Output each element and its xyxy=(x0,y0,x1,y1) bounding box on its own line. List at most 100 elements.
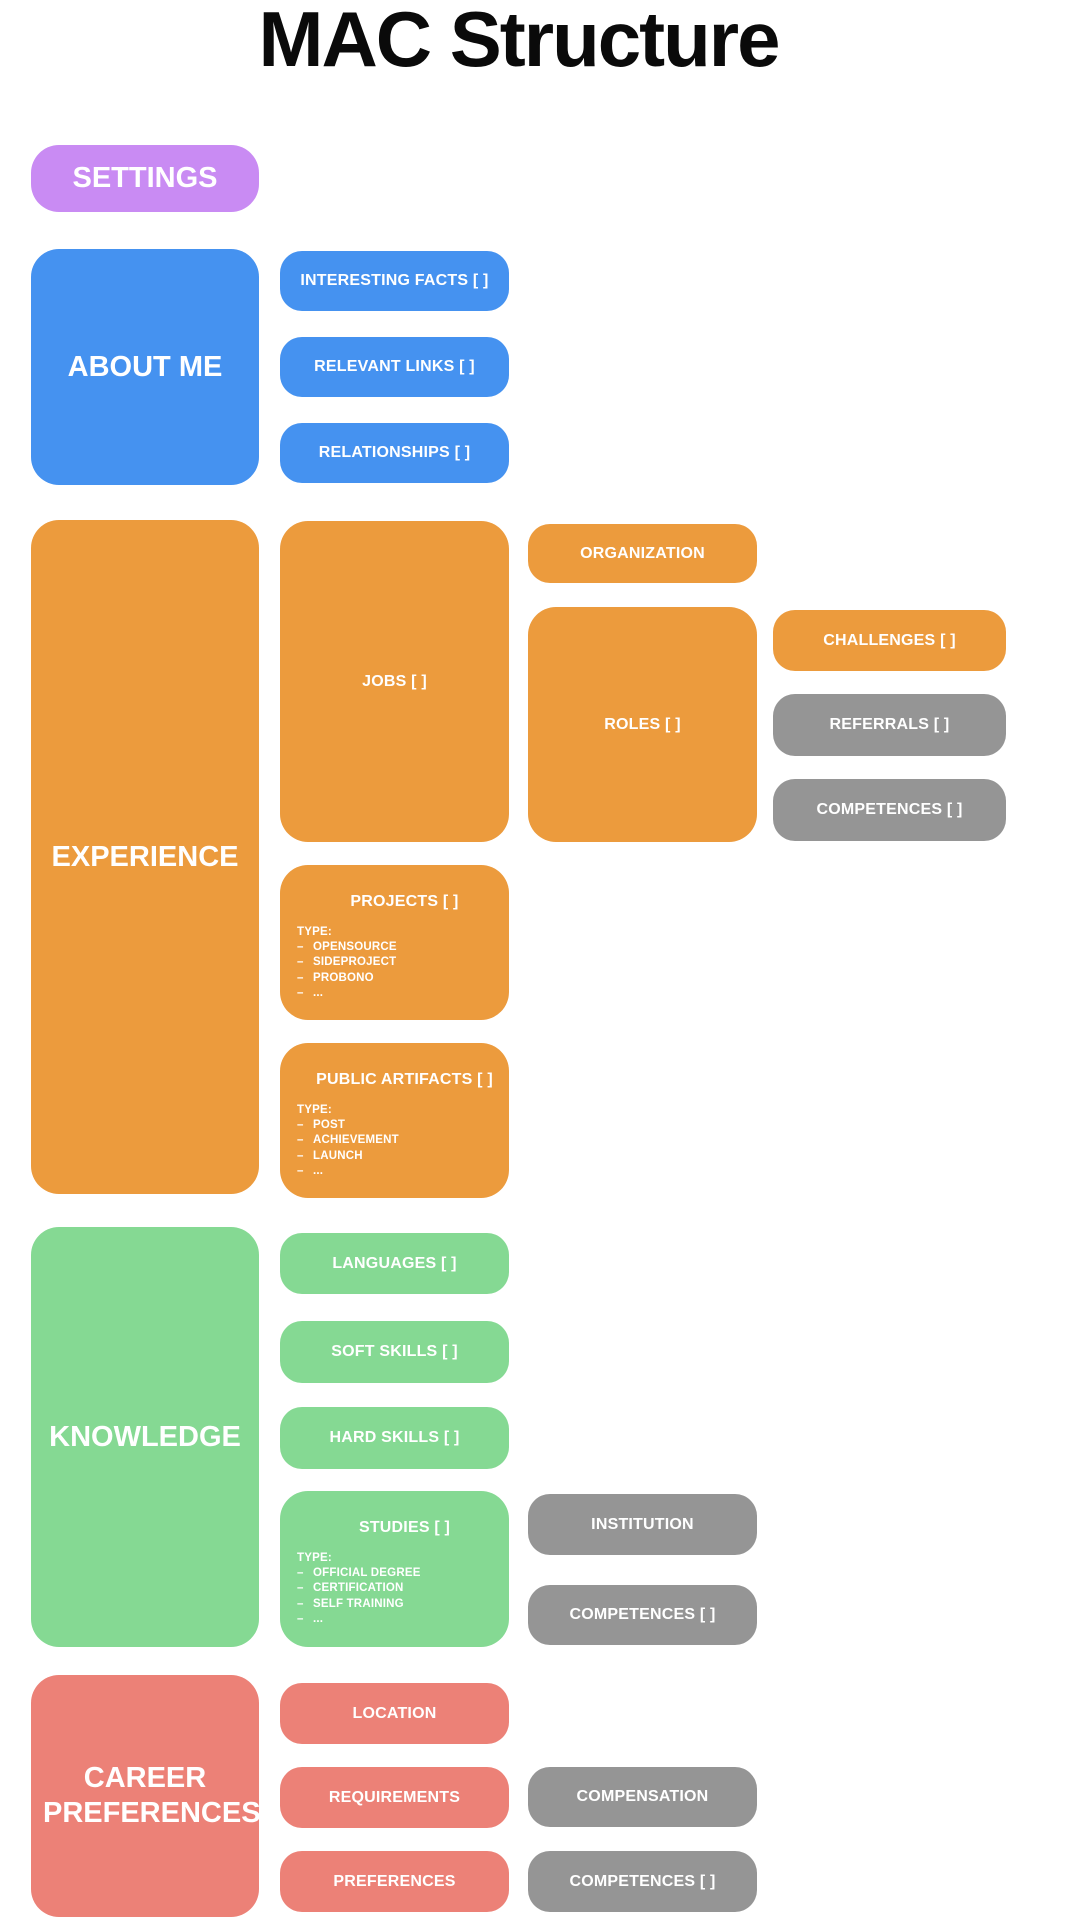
node-referrals-label: REFERRALS [ ] xyxy=(829,716,950,733)
type-list-title: TYPE: xyxy=(297,1552,332,1564)
node-challenges: CHALLENGES [ ] xyxy=(773,610,1006,671)
projects-type-block: TYPE: –OPENSOURCE–SIDEPROJECT–PROBONO–..… xyxy=(297,925,492,1001)
node-public-artifacts-label: PUBLIC ARTIFACTS [ ] xyxy=(316,1071,493,1088)
node-experience: EXPERIENCE xyxy=(31,520,259,1194)
list-item-text: ... xyxy=(313,986,324,999)
list-item-text: LAUNCH xyxy=(313,1149,363,1162)
list-item-text: OFFICIAL DEGREE xyxy=(313,1567,421,1580)
node-public-artifacts: PUBLIC ARTIFACTS [ ] TYPE: –POST–ACHIEVE… xyxy=(280,1043,509,1198)
node-jobs-label: JOBS [ ] xyxy=(362,672,427,690)
list-dash: – xyxy=(297,956,304,969)
node-location-label: LOCATION xyxy=(352,1704,437,1722)
node-projects-label: PROJECTS [ ] xyxy=(350,893,459,910)
node-institution-label: INSTITUTION xyxy=(591,1515,694,1533)
type-list-item: –POST xyxy=(297,1118,492,1133)
node-roles-competences-label: COMPETENCES [ ] xyxy=(816,801,963,818)
type-list-item: –PROBONO xyxy=(297,971,492,986)
node-about-me: ABOUT ME xyxy=(31,249,259,485)
list-dash: – xyxy=(297,971,304,984)
type-list-item: –LAUNCH xyxy=(297,1149,492,1164)
node-compensation: COMPENSATION xyxy=(528,1767,757,1827)
node-about-me-label: ABOUT ME xyxy=(67,350,223,383)
type-list-item: –OPENSOURCE xyxy=(297,940,492,955)
list-dash: – xyxy=(297,1567,304,1580)
type-list-item: –... xyxy=(297,1164,492,1179)
type-list-item: –... xyxy=(297,986,492,1001)
node-requirements-label: REQUIREMENTS xyxy=(328,1788,461,1806)
list-dash: – xyxy=(297,1612,304,1625)
type-list-item: –SELF TRAINING xyxy=(297,1597,492,1612)
node-requirements: REQUIREMENTS xyxy=(280,1767,509,1828)
node-settings: SETTINGS xyxy=(31,145,259,212)
node-relevant-links-label: RELEVANT LINKS [ ] xyxy=(314,358,475,375)
node-preferences-competences-label: COMPETENCES [ ] xyxy=(569,1872,716,1890)
node-studies-competences: COMPETENCES [ ] xyxy=(528,1585,757,1645)
list-dash: – xyxy=(297,1164,304,1177)
list-item-text: ... xyxy=(313,1164,324,1177)
node-knowledge-label: KNOWLEDGE xyxy=(49,1420,241,1453)
list-item-text: SELF TRAINING xyxy=(313,1597,404,1610)
node-hard-skills-label: HARD SKILLS [ ] xyxy=(329,1429,460,1446)
list-dash: – xyxy=(297,1149,304,1162)
list-dash: – xyxy=(297,1119,304,1132)
node-soft-skills-label: SOFT SKILLS [ ] xyxy=(331,1343,458,1360)
node-relationships: RELATIONSHIPS [ ] xyxy=(280,423,509,483)
node-experience-label: EXPERIENCE xyxy=(51,840,239,873)
type-list-item: –... xyxy=(297,1612,492,1627)
node-studies: STUDIES [ ] TYPE: –OFFICIAL DEGREE–CERTI… xyxy=(280,1491,509,1647)
type-list-item: –CERTIFICATION xyxy=(297,1581,492,1596)
list-dash: – xyxy=(297,986,304,999)
list-item-text: CERTIFICATION xyxy=(313,1582,404,1595)
page-title: MAC Structure xyxy=(258,0,780,83)
list-item-text: POST xyxy=(313,1119,346,1132)
node-relationships-label: RELATIONSHIPS [ ] xyxy=(318,444,471,461)
type-list-title: TYPE: xyxy=(297,1104,332,1116)
node-compensation-label: COMPENSATION xyxy=(576,1788,709,1805)
node-knowledge: KNOWLEDGE xyxy=(31,1227,259,1647)
node-organization-label: ORGANIZATION xyxy=(580,544,705,562)
node-career-preferences: CAREER PREFERENCES xyxy=(31,1675,261,1917)
public-artifacts-type-block: TYPE: –POST–ACHIEVEMENT–LAUNCH–... xyxy=(297,1103,492,1179)
node-organization: ORGANIZATION xyxy=(528,524,757,583)
node-preferences: PREFERENCES xyxy=(280,1851,509,1912)
node-roles-label: ROLES [ ] xyxy=(604,715,681,733)
node-languages: LANGUAGES [ ] xyxy=(280,1233,509,1294)
node-relevant-links: RELEVANT LINKS [ ] xyxy=(280,337,509,397)
node-institution: INSTITUTION xyxy=(528,1494,757,1555)
node-jobs: JOBS [ ] xyxy=(280,521,509,842)
list-item-text: ACHIEVEMENT xyxy=(313,1134,399,1147)
node-roles: ROLES [ ] xyxy=(528,607,757,842)
node-challenges-label: CHALLENGES [ ] xyxy=(823,631,956,649)
type-list-item: –OFFICIAL DEGREE xyxy=(297,1566,492,1581)
node-soft-skills: SOFT SKILLS [ ] xyxy=(280,1321,509,1383)
list-item-text: OPENSOURCE xyxy=(313,941,397,954)
type-list-item: –SIDEPROJECT xyxy=(297,955,492,970)
projects-type-list: –OPENSOURCE–SIDEPROJECT–PROBONO–... xyxy=(297,940,492,1001)
node-studies-competences-label: COMPETENCES [ ] xyxy=(569,1606,716,1623)
list-dash: – xyxy=(297,941,304,954)
node-hard-skills: HARD SKILLS [ ] xyxy=(280,1407,509,1469)
type-list-item: –ACHIEVEMENT xyxy=(297,1133,492,1148)
list-item-text: PROBONO xyxy=(313,971,374,984)
public-artifacts-type-list: –POST–ACHIEVEMENT–LAUNCH–... xyxy=(297,1118,492,1179)
node-referrals: REFERRALS [ ] xyxy=(773,694,1006,756)
list-dash: – xyxy=(297,1582,304,1595)
node-preferences-competences: COMPETENCES [ ] xyxy=(528,1851,757,1912)
node-roles-competences: COMPETENCES [ ] xyxy=(773,779,1006,841)
list-item-text: ... xyxy=(313,1612,324,1625)
node-interesting-facts-label: INTERESTING FACTS [ ] xyxy=(300,272,489,289)
node-location: LOCATION xyxy=(280,1683,509,1744)
studies-type-block: TYPE: –OFFICIAL DEGREE–CERTIFICATION–SEL… xyxy=(297,1551,492,1627)
node-preferences-label: PREFERENCES xyxy=(333,1872,456,1890)
node-projects: PROJECTS [ ] TYPE: –OPENSOURCE–SIDEPROJE… xyxy=(280,865,509,1020)
list-item-text: SIDEPROJECT xyxy=(313,956,397,969)
node-settings-label: SETTINGS xyxy=(72,162,218,195)
node-languages-label: LANGUAGES [ ] xyxy=(332,1254,457,1272)
studies-type-list: –OFFICIAL DEGREE–CERTIFICATION–SELF TRAI… xyxy=(297,1566,492,1627)
node-interesting-facts: INTERESTING FACTS [ ] xyxy=(280,251,509,311)
node-career-preferences-label: CAREER PREFERENCES xyxy=(43,1762,261,1829)
list-dash: – xyxy=(297,1597,304,1610)
type-list-title: TYPE: xyxy=(297,926,332,938)
list-dash: – xyxy=(297,1134,304,1147)
